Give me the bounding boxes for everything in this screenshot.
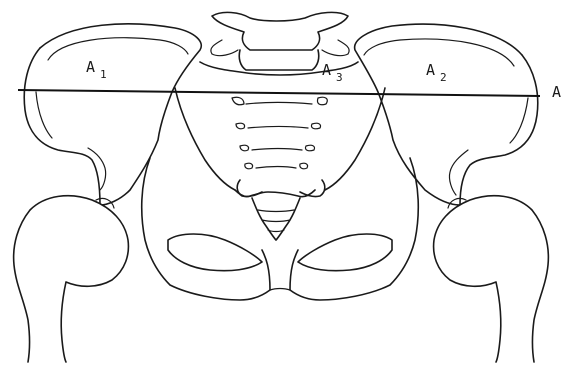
label-a2: A 2 [426,61,447,84]
label-edge: A [552,83,561,101]
label-a1-subscript: 1 [100,68,107,81]
label-a1: A 1 [86,58,107,81]
label-a3-subscript: 3 [336,71,343,84]
label-a3: A 3 [322,61,343,84]
label-a2-main: A [426,61,435,79]
label-a2-subscript: 2 [440,71,447,84]
pubic-region [142,158,419,300]
label-edge-main: A [552,83,561,101]
left-femur [14,196,129,362]
sacrum [175,12,385,240]
right-ilium [355,24,538,205]
iliac-crest-reference-line [18,90,540,96]
label-a1-main: A [86,58,95,76]
right-femur [434,196,549,362]
left-ilium [24,24,201,205]
label-a3-main: A [322,61,331,79]
